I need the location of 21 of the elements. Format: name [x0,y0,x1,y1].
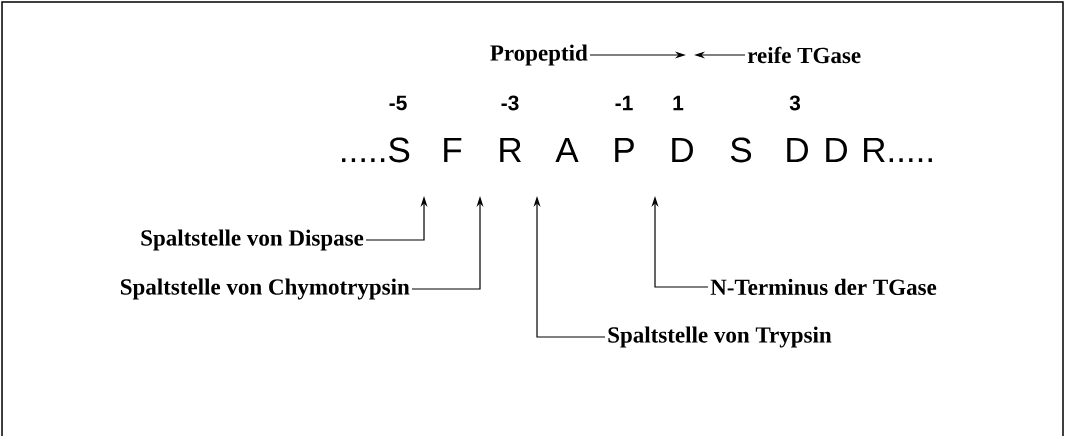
sequence-letter: A [555,137,579,163]
sequence-letter: D [672,137,693,163]
position-number: -5 [389,95,407,111]
sequence-letter: .....S [342,137,410,163]
position-number: -1 [615,95,633,111]
sequence-letter: S [730,137,752,163]
sequence-letter: F [444,137,462,163]
sequence-letter: D [787,137,808,163]
sequence-letter: D [826,137,847,163]
sequence-letter: R [500,137,521,163]
sequence-letter: P [615,137,634,163]
label-text: N-Terminus der TGase [710,278,937,296]
label-text: Spaltstelle von Dispase [141,229,364,251]
position-number: 1 [673,95,684,111]
sequence-letter: R..... [864,137,932,163]
label-text: Propeptid [490,44,588,66]
label-text: Spaltstelle von Chymotrypsin [120,278,410,300]
label-text: Spaltstelle von Trypsin [608,326,832,348]
position-number: -3 [501,95,519,111]
position-number: 3 [789,95,801,111]
label-text: reife TGase [747,46,861,64]
